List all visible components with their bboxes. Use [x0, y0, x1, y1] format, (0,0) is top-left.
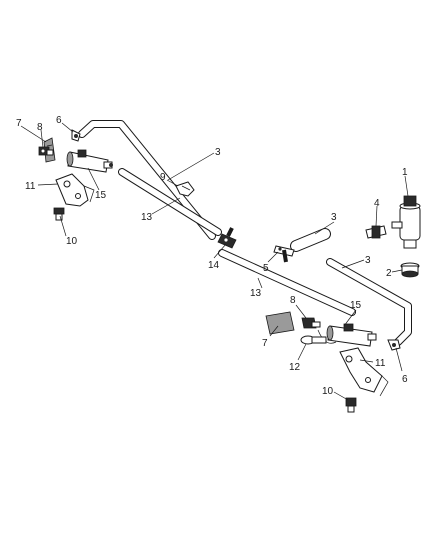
callout-3-middle: 3 [331, 212, 337, 223]
leader-2 [391, 269, 403, 273]
leader-9 [166, 179, 179, 187]
callout-13-lower: 13 [250, 288, 262, 299]
check-valve-4 [365, 225, 387, 239]
hose-3-short [290, 228, 331, 252]
callout-8-upper: 8 [37, 122, 43, 133]
pump-15-upper [66, 149, 113, 173]
pump-motor-1 [391, 195, 421, 249]
leader-14 [213, 243, 227, 259]
leader-3b [314, 221, 335, 235]
callout-10-upper: 10 [66, 236, 78, 247]
bolt-12 [300, 335, 327, 345]
grommet-2 [400, 262, 420, 278]
pump-15-lower [317, 323, 377, 347]
leader-3a [167, 152, 215, 181]
tee-14 [217, 227, 237, 249]
cap-7-lower [265, 311, 295, 335]
leader-6a [61, 122, 74, 133]
leader-8b [295, 304, 307, 319]
leader-lines [20, 122, 409, 401]
bracket-11-lower [339, 347, 389, 397]
leader-12 [297, 343, 307, 361]
callout-12: 12 [289, 362, 301, 373]
callout-4: 4 [374, 198, 380, 209]
leader-8a [40, 129, 44, 148]
hose-3-lower-right [326, 258, 412, 346]
callout-7-lower: 7 [262, 338, 268, 349]
leader-11a [37, 183, 59, 186]
callout-1: 1 [402, 167, 408, 178]
leader-13a [151, 197, 181, 215]
callout-10-lower: 10 [322, 386, 334, 397]
nozzle-8-lower [301, 317, 321, 329]
leader-13b [257, 277, 263, 289]
callout-6-lower: 6 [402, 374, 408, 385]
leader-6b [395, 347, 403, 372]
elbow-6-lower [387, 339, 401, 351]
callout-11-upper: 11 [25, 181, 36, 192]
leader-10b [333, 391, 349, 401]
leader-15b [343, 309, 357, 327]
leader-5 [267, 251, 279, 263]
elbow-6-upper [71, 129, 81, 142]
bracket-11-upper [55, 173, 95, 207]
callout-3-lower: 3 [365, 255, 371, 266]
callout-15-upper: 15 [95, 190, 107, 201]
nozzle-8-upper [38, 146, 54, 156]
callout-9: 9 [160, 172, 166, 183]
callout-13-upper: 13 [141, 212, 153, 223]
leader-15a [87, 167, 100, 191]
leader-10a [59, 215, 67, 237]
hose-13-upper [118, 168, 222, 236]
callout-numbers: 7 8 6 3 9 11 15 13 10 1 4 3 14 5 3 2 13 … [16, 115, 408, 397]
hose-3-upper [78, 120, 216, 240]
callout-2: 2 [386, 268, 392, 279]
callout-8-lower: 8 [290, 295, 296, 306]
callout-7-upper: 7 [16, 118, 22, 129]
tee-5 [273, 245, 295, 263]
leader-4 [375, 205, 378, 227]
leader-7b [269, 325, 279, 337]
hose-13-lower [218, 249, 356, 316]
callout-6-upper: 6 [56, 115, 62, 126]
leader-1 [404, 175, 409, 197]
callout-11-lower: 11 [375, 358, 386, 369]
bolt-10-upper [53, 207, 65, 221]
callout-5: 5 [263, 263, 269, 274]
leader-11b [359, 359, 374, 363]
callout-15-lower: 15 [350, 300, 362, 311]
callout-14: 14 [208, 260, 220, 271]
clip-9 [175, 181, 195, 197]
callout-3-upper: 3 [215, 147, 221, 158]
leader-3c [341, 259, 365, 269]
bolt-10-lower [345, 397, 357, 413]
